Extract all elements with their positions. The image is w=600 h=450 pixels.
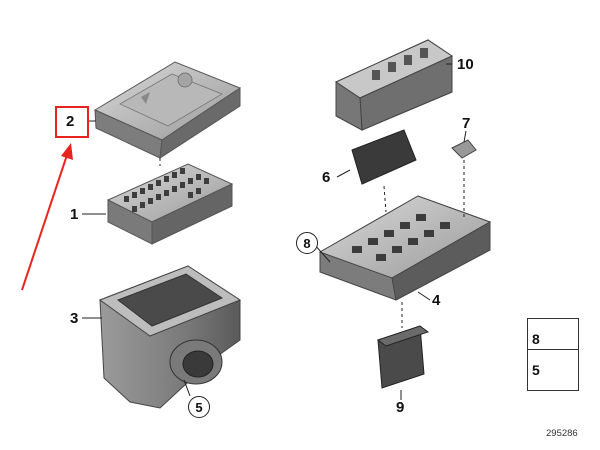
legend-number-8: 8 [532, 331, 540, 347]
callout-part-5: 5 [188, 396, 210, 418]
housing-part [98, 265, 242, 409]
callout-part-8: 8 [296, 232, 318, 254]
legend-cell-screw: 5 [527, 349, 579, 391]
callout-part-9: 9 [396, 399, 405, 416]
callout-part-1: 1 [70, 206, 79, 223]
power-distribution-box-part [318, 195, 492, 301]
callout-part-3: 3 [70, 310, 79, 327]
callout-part-2: 2 [66, 113, 75, 130]
control-module-part [334, 39, 454, 131]
callout-part-4: 4 [432, 292, 441, 309]
callout-part-6: 6 [322, 169, 331, 186]
callout-part-7: 7 [462, 115, 471, 132]
fuse-carrier-part [106, 163, 234, 245]
diagram-id: 295286 [546, 428, 578, 439]
leader-lines [82, 63, 467, 400]
clip-part [451, 139, 477, 159]
callout-part-10: 10 [457, 56, 474, 73]
highlight-arrow [21, 143, 73, 291]
legend-number-5: 5 [532, 362, 540, 378]
connector-part [376, 325, 430, 389]
cover-part [93, 61, 242, 159]
pad-part [351, 129, 417, 185]
highlight-box [55, 106, 89, 138]
